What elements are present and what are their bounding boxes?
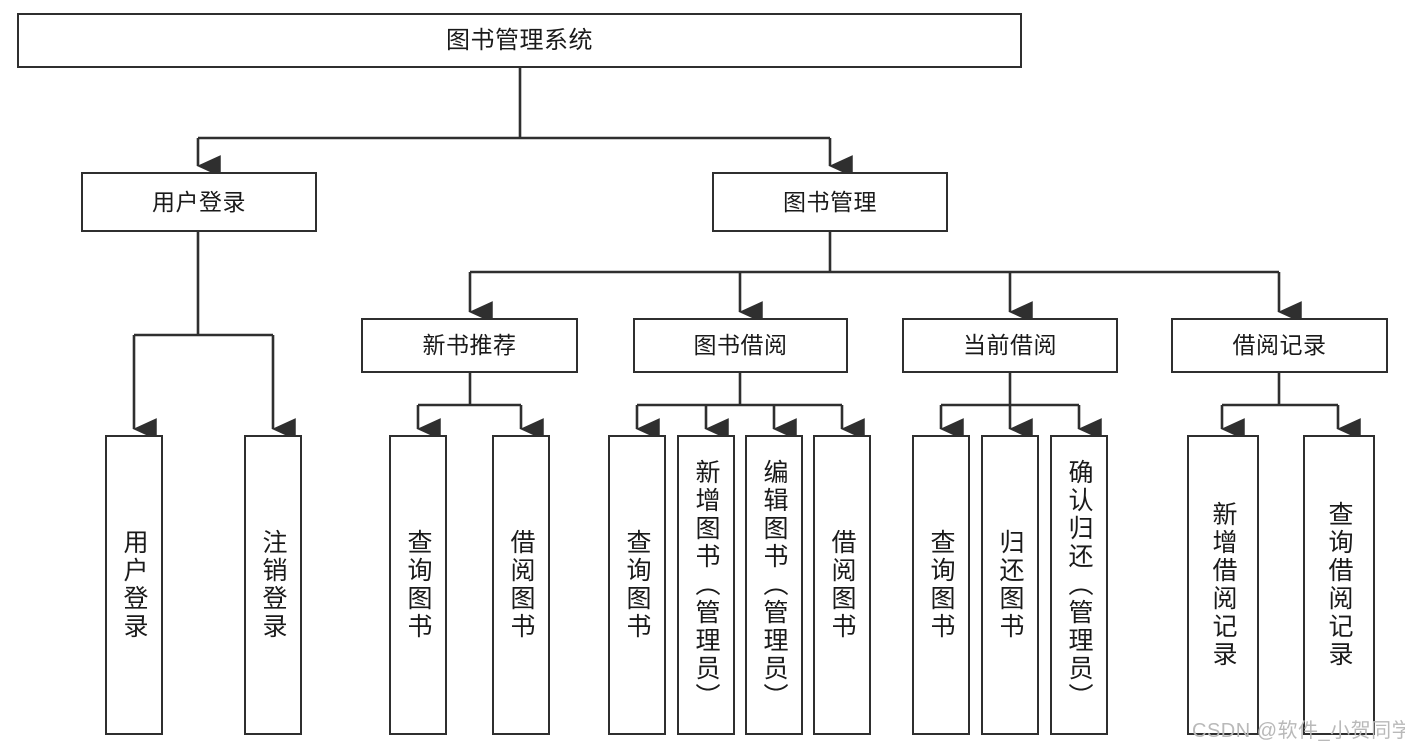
node-label: 用户登录 [152,188,246,215]
node-label: 确认归还（管理员） [1065,459,1093,711]
node-label: 新增图书（管理员） [692,459,720,711]
node-label: 图书管理 [783,188,877,215]
node-label: 新增借阅记录 [1209,501,1237,669]
leaf-borrow-book-recommend[interactable]: 借阅图书 [492,435,550,735]
leaf-add-book-admin[interactable]: 新增图书（管理员） [677,435,735,735]
leaf-query-book-borrow[interactable]: 查询图书 [608,435,666,735]
node-book-borrow[interactable]: 图书借阅 [633,318,848,373]
node-label: 用户登录 [120,529,148,641]
node-label: 当前借阅 [963,332,1057,359]
node-label: 注销登录 [259,529,287,641]
node-label: 图书借阅 [693,332,788,359]
watermark-csdn: CSDN @软件_小贺同学 [1192,720,1405,742]
node-borrow-records[interactable]: 借阅记录 [1171,318,1388,373]
node-label: 借阅图书 [507,529,535,641]
leaf-add-borrow-record[interactable]: 新增借阅记录 [1187,435,1259,735]
node-root-system[interactable]: 图书管理系统 [17,13,1022,68]
leaf-user-login[interactable]: 用户登录 [105,435,163,735]
node-label: 查询图书 [623,529,651,641]
node-label: 图书管理系统 [446,26,593,54]
leaf-query-borrow-record[interactable]: 查询借阅记录 [1303,435,1375,735]
leaf-borrow-book[interactable]: 借阅图书 [813,435,871,735]
leaf-query-book-current[interactable]: 查询图书 [912,435,970,735]
leaf-return-book[interactable]: 归还图书 [981,435,1039,735]
node-label: 查询图书 [404,529,432,641]
node-label: 查询图书 [927,529,955,641]
node-label: 归还图书 [996,529,1024,641]
node-label: 借阅图书 [828,529,856,641]
leaf-edit-book-admin[interactable]: 编辑图书（管理员） [745,435,803,735]
node-book-management[interactable]: 图书管理 [712,172,948,232]
leaf-query-book-recommend[interactable]: 查询图书 [389,435,447,735]
node-label: 借阅记录 [1232,332,1327,359]
leaf-user-logout[interactable]: 注销登录 [244,435,302,735]
leaf-confirm-return-admin[interactable]: 确认归还（管理员） [1050,435,1108,735]
node-new-book-recommend[interactable]: 新书推荐 [361,318,578,373]
node-label: 查询借阅记录 [1325,501,1353,669]
node-label: 新书推荐 [422,332,517,359]
node-label: 编辑图书（管理员） [760,459,788,711]
node-user-login[interactable]: 用户登录 [81,172,317,232]
node-current-borrow[interactable]: 当前借阅 [902,318,1118,373]
